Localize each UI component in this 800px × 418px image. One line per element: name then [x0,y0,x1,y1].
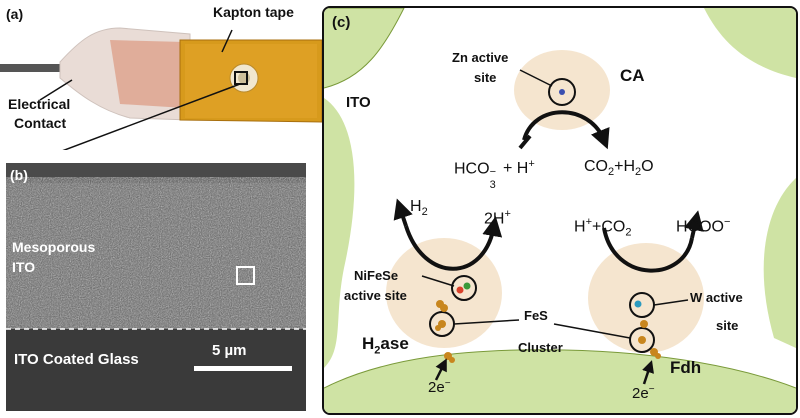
fes-label-2: Cluster [518,340,563,355]
ito-right [763,178,796,348]
fes-circle-fdh [629,327,655,353]
panel-b-sem-image: (b) Mesoporous ITO ITO Coated Glass 5 µm [6,163,306,411]
h2ase-protein [386,238,502,348]
ito-label-c: ITO [346,94,371,111]
fes-label-1: FeS [524,308,548,323]
pore-schematic [324,8,796,413]
fdh-protein [588,243,704,353]
kapton-label: Kapton tape [213,4,294,20]
scale-label: 5 µm [212,342,247,359]
fdh-arrow [602,227,694,273]
panel-a-tag: (a) [6,6,24,22]
panel-b-tag: (b) [10,167,28,183]
ito-left [324,98,355,368]
nifese-label-1: NiFeSe [354,268,399,283]
electron-label-left: 2e− [428,378,451,396]
e-arrow-left [434,358,447,381]
electrode-illustration [0,27,323,150]
zn-label-1: Zn active [452,50,509,65]
h-co2-label: H++CO2 [574,216,632,239]
fdh-label: Fdh [670,358,702,377]
electron-label-right: 2e− [632,384,655,402]
h2ase-arrow [404,216,503,271]
glass-label: ITO Coated Glass [14,351,139,368]
ca-arrow [522,110,610,150]
hcoo-label: HCOO− [676,216,731,236]
ito-label-b: ITO [12,259,36,275]
contact-label-2: Contact [14,115,67,131]
copper-under-film [110,40,185,108]
wire [0,64,70,72]
ito-corner-tr [704,8,796,78]
scale-bar [194,366,292,371]
zoom-box-a [234,71,248,85]
zoom-box-b [236,266,255,285]
nifese-circle [451,275,477,301]
h2ase-label: H2ase [362,334,409,357]
zn-site-circle [548,78,576,106]
contact-label-1: Electrical [8,96,71,112]
e-arrow-right [642,360,654,385]
w-label-2: site [716,318,739,333]
zn-atom [559,89,565,95]
2h-label: 2H+ [484,208,511,228]
ito-bottom [324,349,796,413]
nifese-label-2: active site [344,288,407,303]
sem-texture [6,163,306,411]
panel-c-tag: (c) [332,14,351,31]
h2-label: H2 [410,198,428,219]
zn-label-2: site [474,70,497,85]
ito-corner-tl [324,8,404,88]
mesoporous-label: Mesoporous [12,239,96,255]
w-label-1: W active [690,290,743,305]
co2-h2o-label: CO2+H2O [584,158,654,179]
panel-a-electrode-photo: (a) Kapton tape Electrical Contact [0,0,330,150]
ca-label: CA [620,66,645,85]
